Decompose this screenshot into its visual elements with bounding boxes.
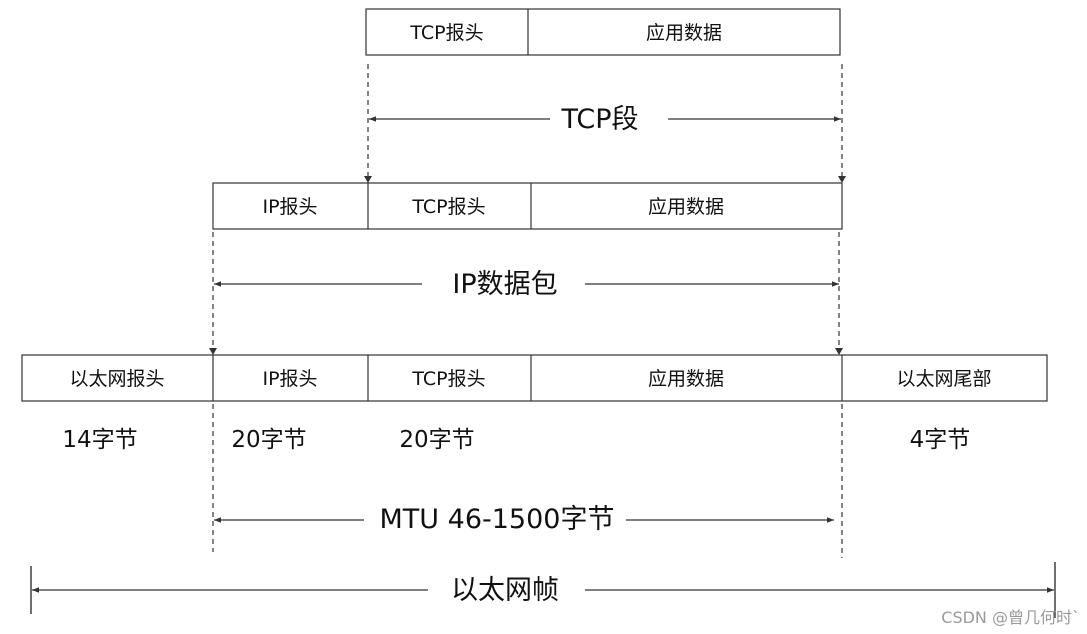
ip-packet-box bbox=[212, 182, 843, 230]
ip-packet-span: IP数据包 bbox=[214, 269, 839, 300]
tcp-segment-box bbox=[365, 8, 841, 56]
guide-ip-right-arrowhead bbox=[835, 348, 843, 355]
ethernet-frame-span: 以太网帧 bbox=[30, 562, 1056, 618]
row2-tcp-header-cell: TCP报头 bbox=[411, 196, 485, 218]
csdn-watermark: CSDN @曾几何时` bbox=[941, 608, 1080, 627]
guide-tcp-right-arrowhead bbox=[838, 176, 846, 183]
ethernet-frame-row: 以太网报头 IP报头 TCP报头 应用数据 以太网尾部 bbox=[21, 354, 1048, 402]
ethernet-frame-label: 以太网帧 bbox=[451, 575, 559, 606]
size-ip-header: 20字节 bbox=[231, 427, 306, 453]
ip-packet-label: IP数据包 bbox=[452, 269, 557, 300]
row2-app-data-cell: 应用数据 bbox=[648, 196, 724, 218]
mtu-label: MTU 46-1500字节 bbox=[380, 504, 615, 535]
mtu-span: MTU 46-1500字节 bbox=[214, 504, 834, 535]
tcp-segment-label: TCP段 bbox=[560, 104, 638, 135]
row1-app-data-cell: 应用数据 bbox=[646, 22, 722, 44]
tcp-segment-span: TCP段 bbox=[369, 104, 841, 135]
row1-tcp-header-cell: TCP报头 bbox=[409, 22, 483, 44]
size-eth-trailer: 4字节 bbox=[910, 427, 971, 453]
ethernet-frame-box bbox=[21, 354, 1048, 402]
row3-tcp-header-cell: TCP报头 bbox=[411, 368, 485, 390]
row3-app-data-cell: 应用数据 bbox=[648, 368, 724, 390]
row3-eth-header-cell: 以太网报头 bbox=[69, 368, 164, 390]
row2-ip-header-cell: IP报头 bbox=[262, 196, 317, 218]
row3-eth-trailer-cell: 以太网尾部 bbox=[896, 368, 991, 390]
guide-ip-left-arrowhead bbox=[209, 348, 217, 355]
guide-tcp-left-arrowhead bbox=[364, 176, 372, 183]
size-tcp-header: 20字节 bbox=[399, 427, 474, 453]
tcp-segment-row: TCP报头 应用数据 bbox=[365, 8, 841, 56]
size-eth-header: 14字节 bbox=[62, 427, 137, 453]
ip-packet-row: IP报头 TCP报头 应用数据 bbox=[212, 182, 843, 230]
row3-ip-header-cell: IP报头 bbox=[262, 368, 317, 390]
